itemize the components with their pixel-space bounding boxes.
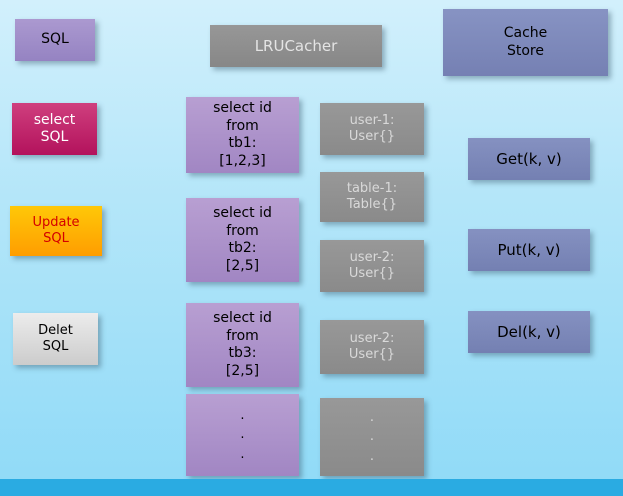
node-update-sql-label: Update SQL: [32, 214, 80, 246]
node-query-ellipsis-label: . . .: [240, 407, 245, 462]
bottom-accent-bar: [0, 479, 623, 496]
node-query-ellipsis: . . .: [186, 394, 299, 476]
node-query-tb1: select id from tb1: [1,2,3]: [186, 97, 299, 173]
node-cache-user-1-label: user-1: User{}: [348, 112, 396, 144]
node-sql-label: SQL: [41, 31, 69, 48]
node-query-tb3-label: select id from tb3: [2,5]: [213, 310, 272, 379]
node-cache-user-2a-label: user-2: User{}: [348, 249, 396, 281]
node-cache-user-1: user-1: User{}: [320, 103, 424, 155]
node-cache-table-1: table-1: Table{}: [320, 172, 424, 222]
node-cache-store: Cache Store: [443, 9, 608, 76]
node-op-get: Get(k, v): [468, 138, 590, 180]
node-lrucacher: LRUCacher: [210, 25, 382, 67]
node-delete-sql-label: Delet SQL: [38, 322, 73, 354]
node-select-sql: select SQL: [12, 103, 97, 155]
node-query-tb2-label: select id from tb2: [2,5]: [213, 205, 272, 274]
node-lrucacher-label: LRUCacher: [254, 36, 338, 55]
node-op-put-label: Put(k, v): [497, 240, 561, 259]
node-cache-user-2b-label: user-2: User{}: [348, 330, 396, 362]
node-sql: SQL: [15, 19, 95, 61]
node-op-get-label: Get(k, v): [496, 149, 562, 168]
node-op-del: Del(k, v): [468, 311, 590, 353]
node-cache-table-1-label: table-1: Table{}: [346, 180, 398, 212]
node-query-tb2: select id from tb2: [2,5]: [186, 198, 299, 282]
node-cache-ellipsis-label: . . .: [369, 409, 375, 464]
node-delete-sql: Delet SQL: [13, 313, 98, 365]
node-cache-user-2a: user-2: User{}: [320, 240, 424, 292]
node-select-sql-label: select SQL: [33, 111, 76, 146]
node-update-sql: Update SQL: [10, 206, 102, 256]
node-op-del-label: Del(k, v): [497, 322, 561, 341]
node-query-tb1-label: select id from tb1: [1,2,3]: [213, 100, 272, 169]
node-cache-ellipsis: . . .: [320, 398, 424, 476]
node-cache-user-2b: user-2: User{}: [320, 320, 424, 374]
node-cache-store-label: Cache Store: [503, 25, 548, 59]
node-op-put: Put(k, v): [468, 229, 590, 271]
node-query-tb3: select id from tb3: [2,5]: [186, 303, 299, 387]
